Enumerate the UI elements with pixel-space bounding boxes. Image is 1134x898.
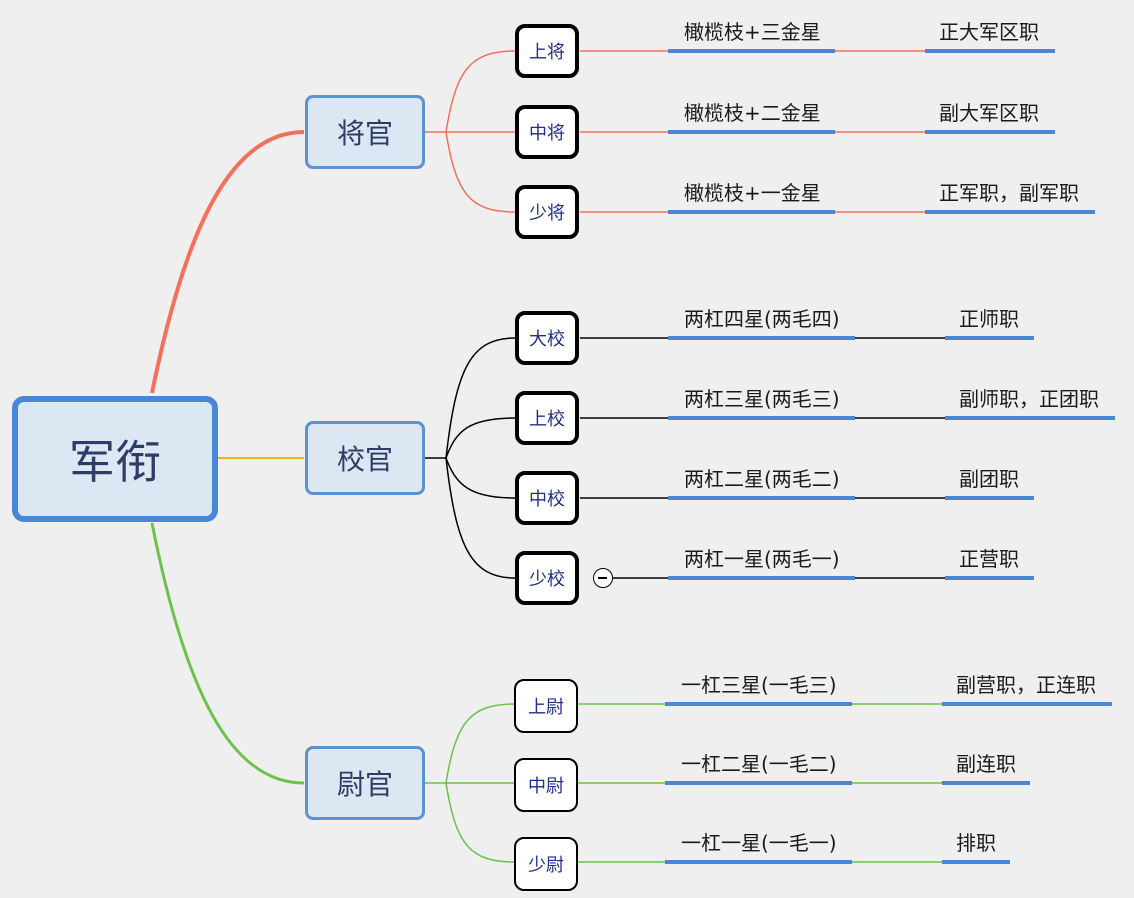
post-label: 正大军区职	[939, 20, 1039, 44]
rank-label: 大校	[529, 329, 565, 350]
minus-circle-icon[interactable]	[593, 568, 613, 588]
rank-node[interactable]: 中将	[515, 105, 579, 159]
rank-node[interactable]: 上尉	[514, 679, 578, 733]
post-label: 正师职	[959, 307, 1019, 331]
insignia-label: 橄榄枝+二金星	[684, 101, 821, 125]
category-node-general[interactable]: 将官	[305, 95, 425, 169]
rank-label: 中尉	[528, 776, 564, 797]
field-connectors	[425, 337, 945, 579]
post-label: 正军职，副军职	[939, 181, 1079, 205]
rank-label: 少校	[529, 569, 565, 590]
category-label: 将官	[336, 117, 393, 150]
post-label: 排职	[956, 831, 996, 855]
rank-label: 中校	[529, 489, 565, 510]
rank-label: 上将	[529, 42, 565, 63]
post-label: 副师职，正团职	[959, 387, 1099, 411]
category-node-field[interactable]: 校官	[305, 421, 425, 495]
rank-label: 少尉	[528, 855, 564, 876]
insignia-label: 两杠一星(两毛一)	[684, 547, 840, 571]
label-underlines	[665, 49, 1115, 864]
root-node[interactable]: 军衔	[12, 396, 218, 522]
rank-label: 少将	[529, 203, 565, 224]
insignia-label: 一杠三星(一毛三)	[681, 673, 837, 697]
rank-label: 上尉	[528, 697, 564, 718]
post-label: 副连职	[956, 752, 1016, 776]
rank-node[interactable]: 少将	[515, 185, 579, 239]
post-label: 副团职	[959, 467, 1019, 491]
category-label: 校官	[336, 443, 393, 476]
rank-label: 中将	[529, 123, 565, 144]
category-node-company[interactable]: 尉官	[305, 746, 425, 820]
rank-node[interactable]: 大校	[515, 311, 579, 365]
rank-label: 上校	[529, 409, 565, 430]
insignia-label: 橄榄枝+三金星	[684, 20, 821, 44]
insignia-label: 两杠二星(两毛二)	[684, 467, 840, 491]
rank-node[interactable]: 少校	[515, 551, 579, 605]
insignia-label: 两杠三星(两毛三)	[684, 387, 840, 411]
insignia-label: 橄榄枝+一金星	[684, 181, 821, 205]
insignia-label: 一杠一星(一毛一)	[681, 831, 837, 855]
rank-node[interactable]: 上校	[515, 391, 579, 445]
insignia-label: 两杠四星(两毛四)	[684, 307, 840, 331]
root-label: 军衔	[69, 435, 161, 489]
rank-node[interactable]: 中尉	[514, 758, 578, 812]
post-label: 副大军区职	[939, 101, 1039, 125]
category-label: 尉官	[336, 768, 393, 801]
root-branch-company	[150, 522, 305, 785]
rank-node[interactable]: 少尉	[514, 837, 578, 891]
root-branch-general	[150, 130, 305, 394]
rank-node[interactable]: 中校	[515, 471, 579, 525]
post-label: 正营职	[959, 547, 1019, 571]
insignia-label: 一杠二星(一毛二)	[681, 752, 837, 776]
post-label: 副营职，正连职	[956, 673, 1096, 697]
rank-node[interactable]: 上将	[515, 24, 579, 78]
